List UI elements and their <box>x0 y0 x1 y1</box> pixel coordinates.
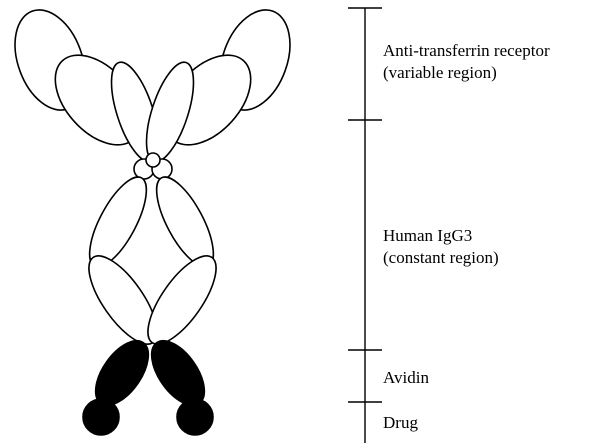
constant-region-label-line1: Human IgG3 <box>383 225 499 247</box>
drug-label: Drug <box>383 412 418 434</box>
antibody-structure <box>2 0 303 435</box>
fc-upper-left-domain <box>79 169 158 274</box>
variable-region-label: Anti-transferrin receptor (variable regi… <box>383 40 550 84</box>
fc-lower-right-domain <box>136 246 228 354</box>
constant-region-fc <box>77 169 228 354</box>
variable-region-label-line1: Anti-transferrin receptor <box>383 40 550 62</box>
avidin-label-line1: Avidin <box>383 367 429 389</box>
drug-left-circle <box>83 399 119 435</box>
right-fab-arm <box>137 0 303 167</box>
region-bracket <box>348 8 382 443</box>
drug-right-circle <box>177 399 213 435</box>
left-fab-arm <box>2 0 168 167</box>
constant-region-label-line2: (constant region) <box>383 247 499 269</box>
avidin-label: Avidin <box>383 367 429 389</box>
hinge-circle-center <box>146 153 160 167</box>
variable-region-label-line2: (variable region) <box>383 62 550 84</box>
drug-label-line1: Drug <box>383 412 418 434</box>
drug-molecules <box>83 399 213 435</box>
constant-region-label: Human IgG3 (constant region) <box>383 225 499 269</box>
